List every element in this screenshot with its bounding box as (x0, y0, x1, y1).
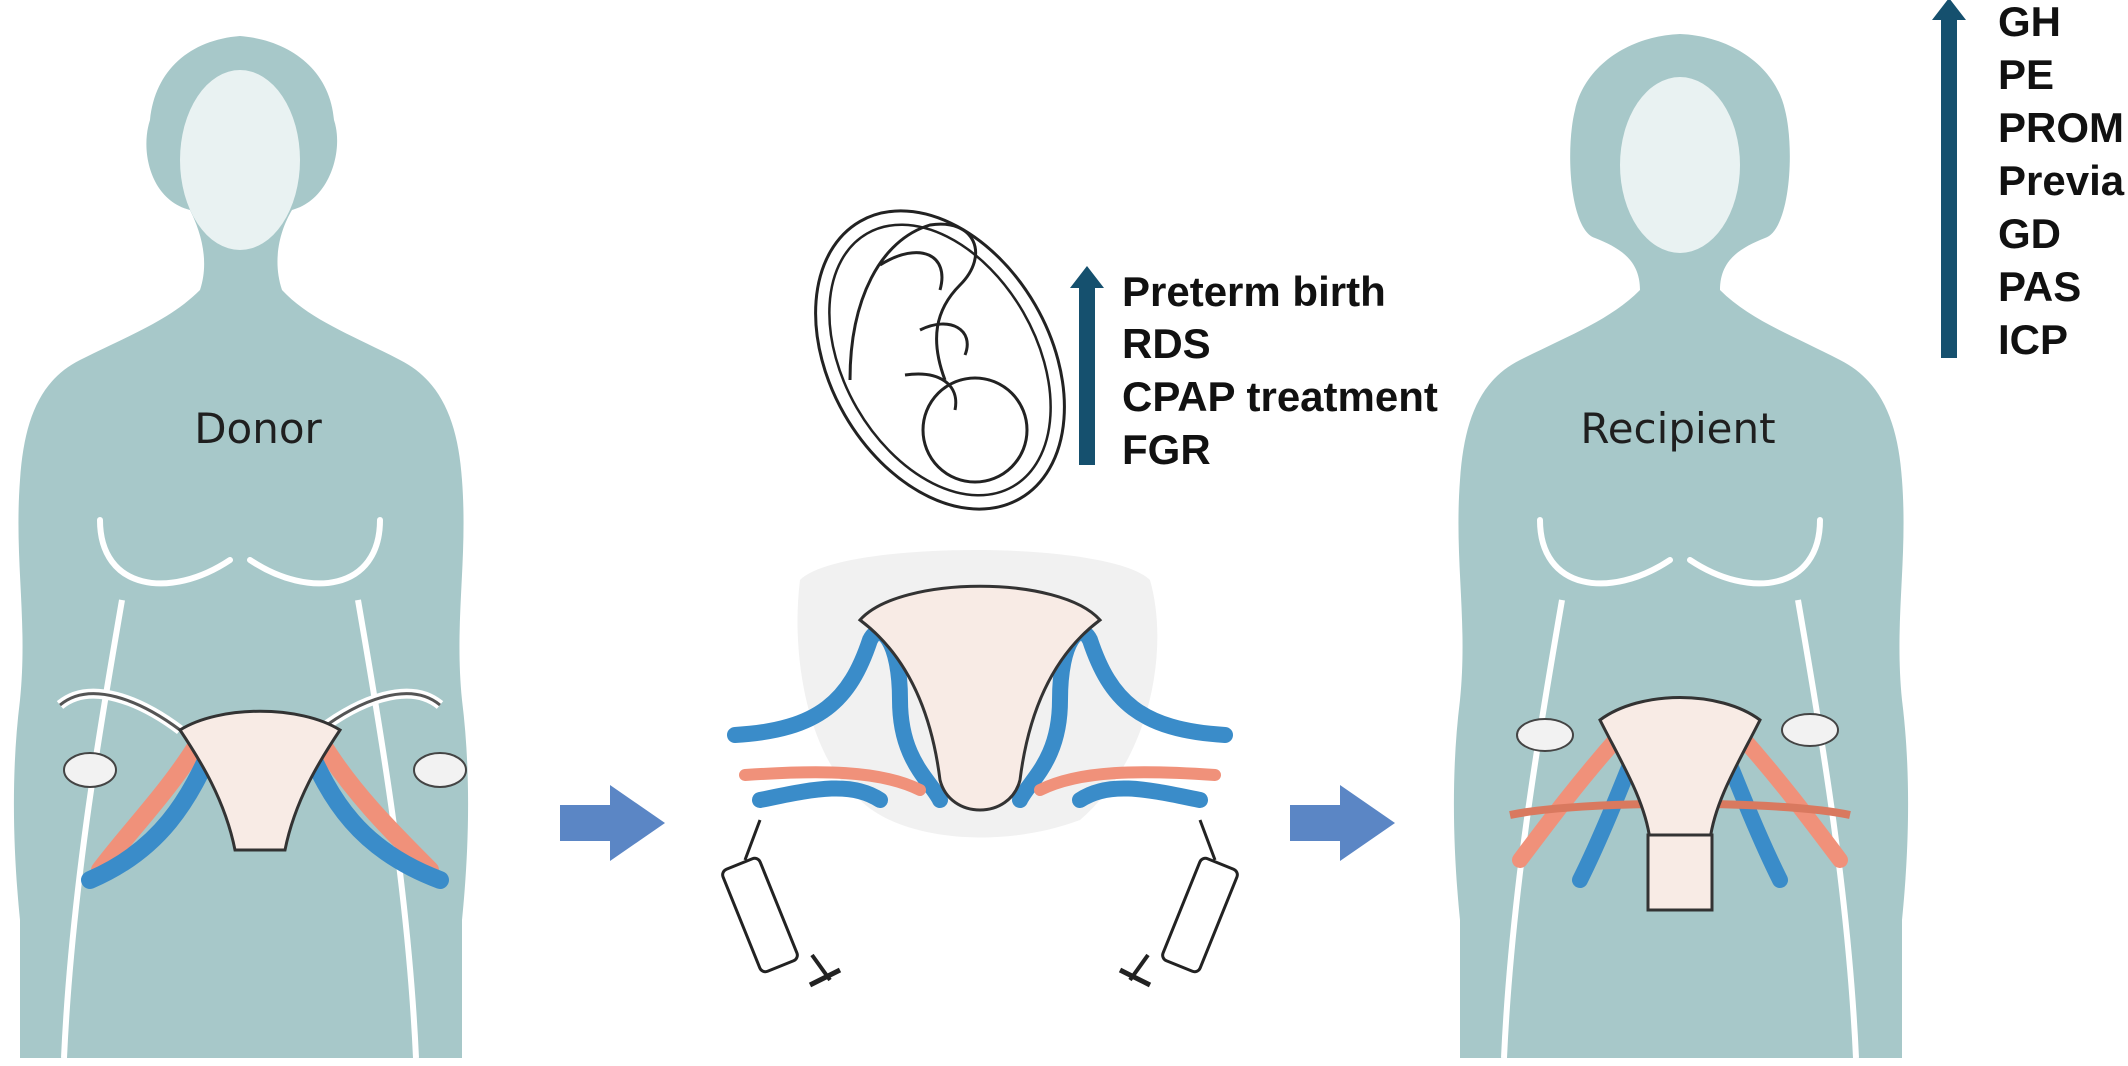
extracted-lower-vein-right (1072, 780, 1208, 808)
syringe-left-icon (721, 819, 842, 988)
donor-ovary-right (413, 752, 467, 788)
donor-head (180, 70, 300, 250)
donor-breast-line-left (97, 517, 233, 587)
maternal-item-pe: PE (1998, 51, 2054, 98)
recipient-uterus (1598, 696, 1762, 842)
donor-arm-line-left (61, 599, 125, 1059)
donor-uterus (177, 709, 343, 852)
process-arrow-2 (1290, 785, 1395, 861)
recipient-breast-line-left (1537, 517, 1673, 587)
offspring-up-arrow-icon (1070, 266, 1104, 465)
offspring-item-preterm-birth: Preterm birth (1122, 268, 1386, 315)
maternal-outcomes: GH PE PROM Previa GD PAS ICP (1932, 0, 2125, 363)
recipient-figure: Recipient (1453, 34, 1909, 1059)
maternal-item-previa: Previa (1998, 157, 2125, 204)
recipient-label: Recipient (1580, 404, 1775, 453)
recipient-head (1620, 77, 1740, 253)
recipient-arm-line-left (1501, 599, 1565, 1059)
extracted-uterus (857, 584, 1103, 812)
donor-figure: Donor (13, 36, 469, 1059)
offspring-outcomes: Preterm birth RDS CPAP treatment FGR (1070, 266, 1438, 473)
fetus-in-womb-icon (814, 209, 1066, 511)
donor-artery-left (91, 731, 209, 879)
extracted-lower-vein-left (752, 780, 888, 808)
recipient-artery-left (1512, 727, 1628, 868)
fetus-head (921, 376, 1029, 484)
recipient-arm-line-right (1795, 599, 1859, 1059)
recipient-vagina (1646, 833, 1714, 912)
fetus-body (848, 222, 978, 381)
recipient-uterus-anatomy (1509, 696, 1851, 912)
extracted-artery-right (1034, 766, 1221, 796)
recipient-ovary-left (1516, 718, 1574, 752)
maternal-up-arrow-icon (1932, 0, 1966, 358)
process-arrow-1 (560, 785, 665, 861)
donor-label: Donor (194, 404, 322, 453)
donor-ovary-left (63, 752, 117, 788)
donor-uterus-anatomy (56, 688, 467, 889)
extracted-uterus-anatomy (727, 550, 1233, 838)
maternal-item-gh: GH (1998, 0, 2061, 45)
maternal-item-icp: ICP (1998, 316, 2068, 363)
donor-artery-right (311, 731, 439, 879)
donor-arm-line-right (355, 599, 419, 1059)
maternal-item-pas: PAS (1998, 263, 2081, 310)
recipient-artery-right (1732, 727, 1848, 868)
recipient-breast-line-right (1687, 517, 1823, 587)
offspring-item-rds: RDS (1122, 320, 1211, 367)
maternal-item-gd: GD (1998, 210, 2061, 257)
offspring-item-fgr: FGR (1122, 426, 1211, 473)
syringe-right-icon (1118, 819, 1239, 988)
recipient-ovary-right (1781, 713, 1839, 747)
offspring-item-cpap-treatment: CPAP treatment (1122, 373, 1438, 420)
maternal-item-prom: PROM (1998, 104, 2124, 151)
fetus-limbs (879, 251, 969, 411)
extracted-artery-left (739, 766, 926, 796)
donor-breast-line-right (247, 517, 383, 587)
